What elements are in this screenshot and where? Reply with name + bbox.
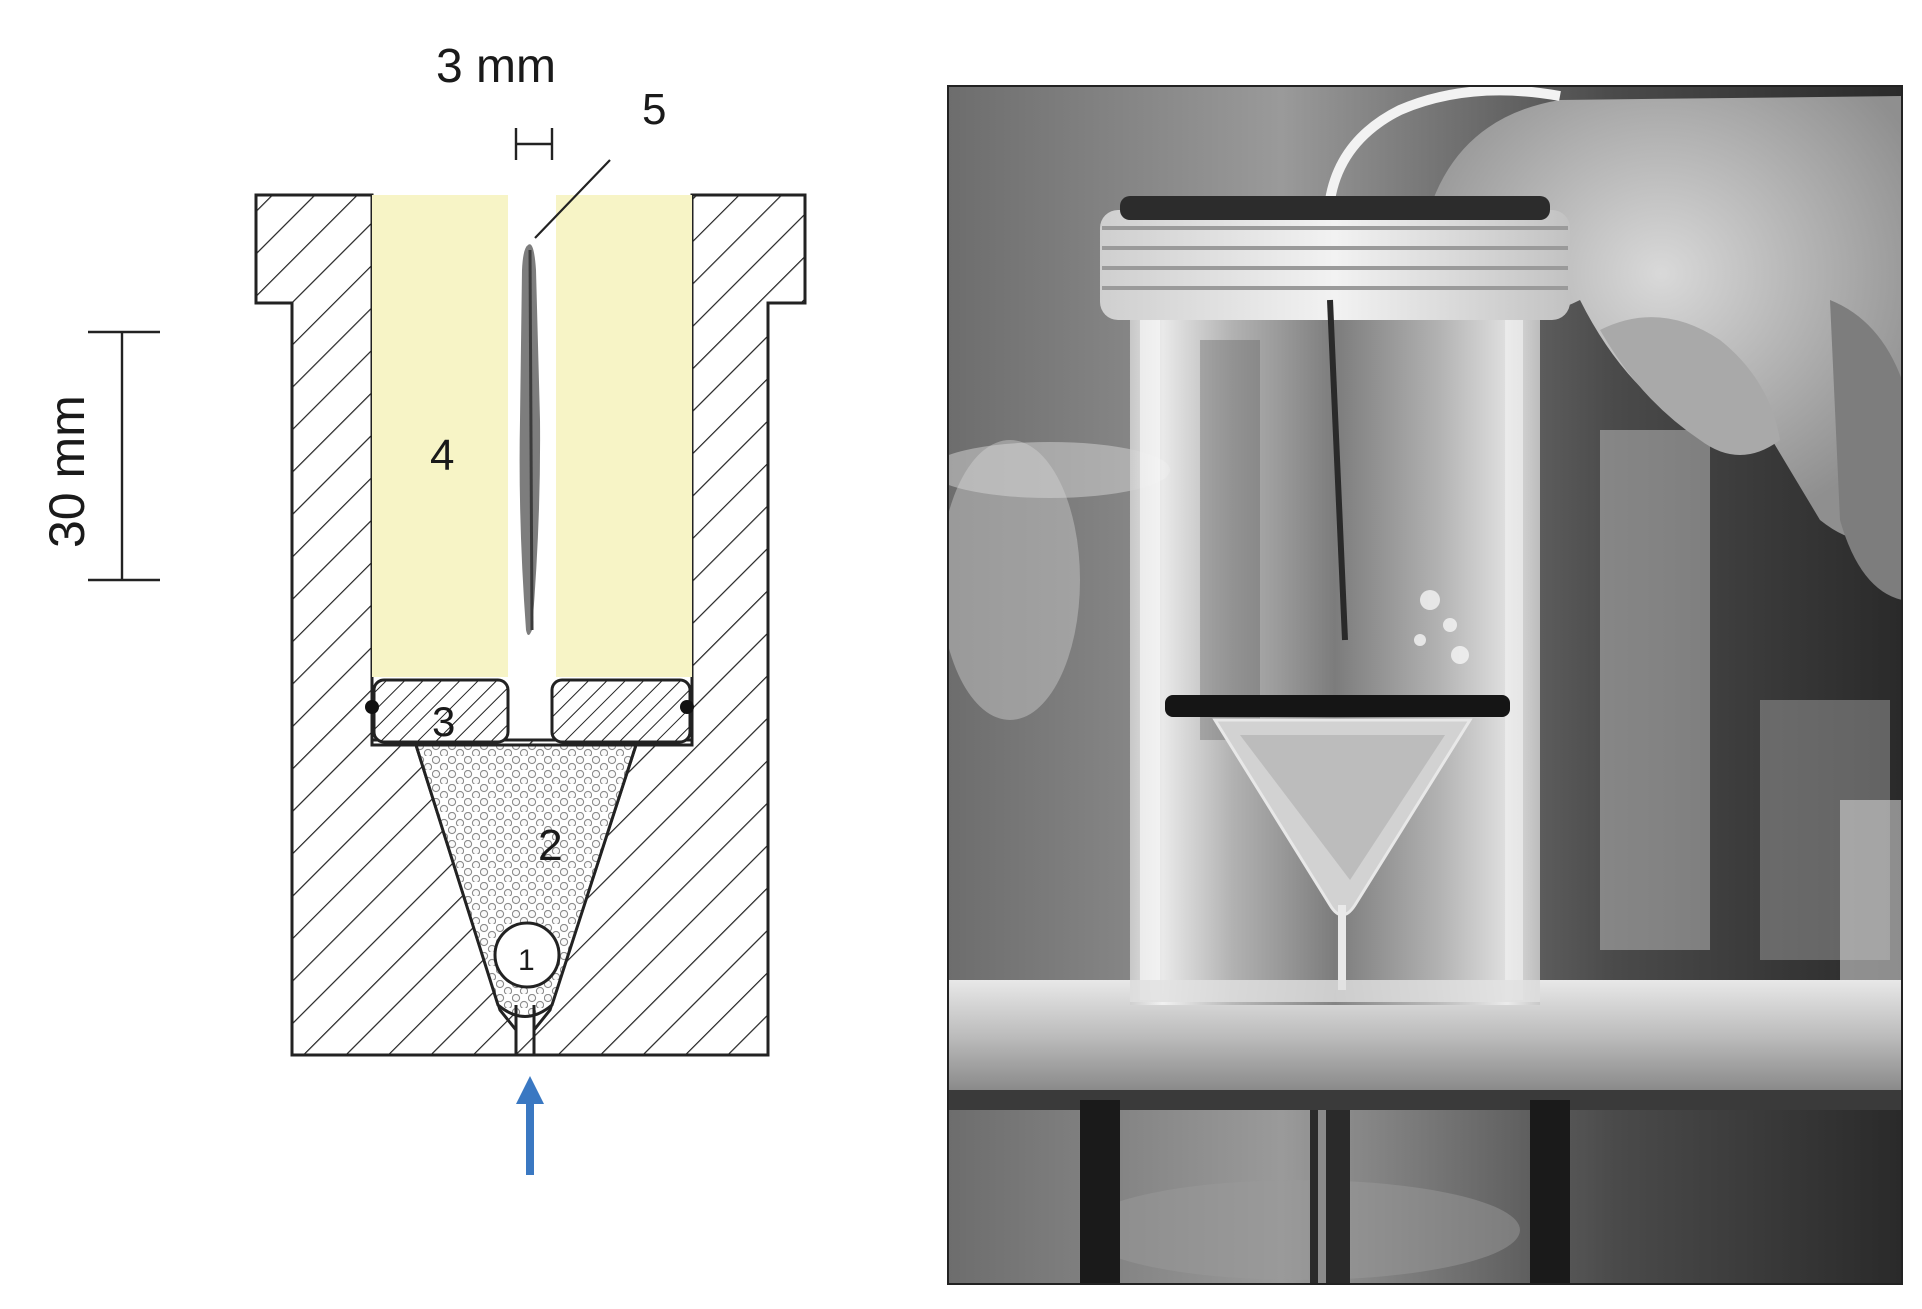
o-ring-right <box>680 700 694 714</box>
part-label-4: 4 <box>430 431 454 480</box>
bead-bed <box>413 743 639 1018</box>
leader-line-5 <box>534 159 611 239</box>
inlet-channel <box>514 1005 536 1055</box>
electrode-right <box>556 195 692 677</box>
part-label-5: 5 <box>642 85 666 134</box>
height-dimension-label: 30 mm <box>39 395 95 548</box>
frit-disc <box>1165 695 1510 717</box>
discharge-core <box>528 249 534 631</box>
screw-cap <box>1100 196 1570 320</box>
cable <box>1325 86 1561 201</box>
flow-arrow <box>516 1076 544 1175</box>
electrode-wire <box>1327 299 1348 641</box>
part-label-1: 1 <box>518 944 535 977</box>
part-label-2: 2 <box>538 821 562 870</box>
large-bead <box>493 921 561 989</box>
part-label-3: 3 <box>432 698 455 745</box>
electrode-left <box>372 195 508 677</box>
width-dimension <box>514 128 554 160</box>
photo-frame <box>947 85 1903 1285</box>
frit-right <box>550 678 692 744</box>
width-dimension-label: 3 mm <box>436 40 556 93</box>
schematic-diagram: 3 mm 30 mm 4 5 3 2 1 <box>39 40 807 1175</box>
photograph <box>948 86 1902 1284</box>
o-ring-left <box>365 700 379 714</box>
height-scale-bar <box>88 330 160 582</box>
